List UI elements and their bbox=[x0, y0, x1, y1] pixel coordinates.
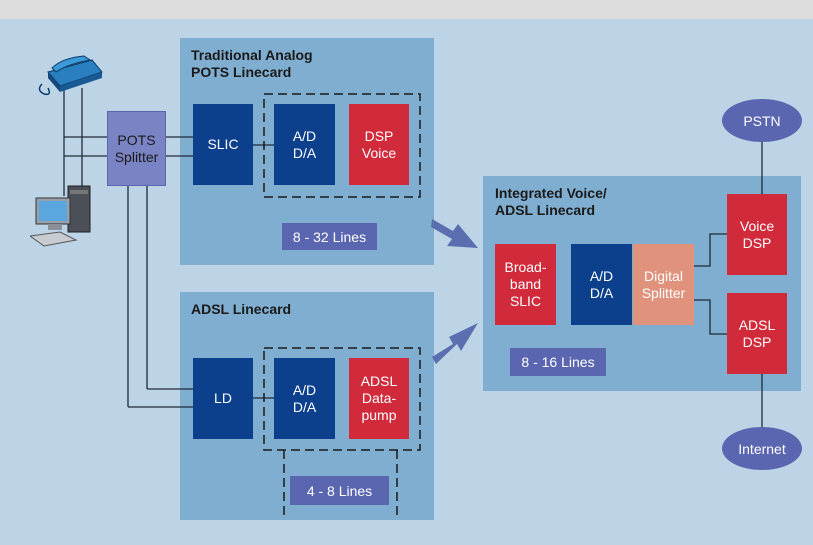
integrated-adda-block: A/D D/A bbox=[571, 244, 632, 325]
pstn-node: PSTN bbox=[722, 99, 802, 142]
voice-dsp-block: Voice DSP bbox=[727, 194, 787, 275]
slic-block: SLIC bbox=[193, 104, 253, 185]
integrated-linecard-title: Integrated Voice/ ADSL Linecard bbox=[495, 185, 607, 218]
pots-linecard-title: Traditional Analog POTS Linecard bbox=[191, 47, 313, 80]
pots-splitter: POTS Splitter bbox=[107, 111, 166, 186]
adsl-datapump-block: ADSL Data- pump bbox=[349, 358, 409, 439]
adsl-adda-block: A/D D/A bbox=[274, 358, 335, 439]
dsp-voice-block: DSP Voice bbox=[349, 104, 409, 185]
digital-splitter-block: Digital Splitter bbox=[633, 244, 694, 325]
pots-lines-badge: 8 - 32 Lines bbox=[282, 223, 377, 250]
broadband-slic-block: Broad- band SLIC bbox=[495, 244, 556, 325]
ld-block: LD bbox=[193, 358, 253, 439]
flow-arrows bbox=[431, 219, 478, 364]
internet-node: Internet bbox=[722, 427, 802, 470]
adsl-linecard-title: ADSL Linecard bbox=[191, 301, 292, 317]
integrated-lines-badge: 8 - 16 Lines bbox=[510, 348, 606, 376]
top-bar bbox=[0, 0, 813, 19]
pots-adda-block: A/D D/A bbox=[274, 104, 335, 185]
telephone-icon bbox=[38, 55, 103, 96]
adsl-lines-badge: 4 - 8 Lines bbox=[290, 476, 389, 505]
adsl-dsp-block: ADSL DSP bbox=[727, 293, 787, 374]
computer-icon bbox=[30, 185, 91, 247]
